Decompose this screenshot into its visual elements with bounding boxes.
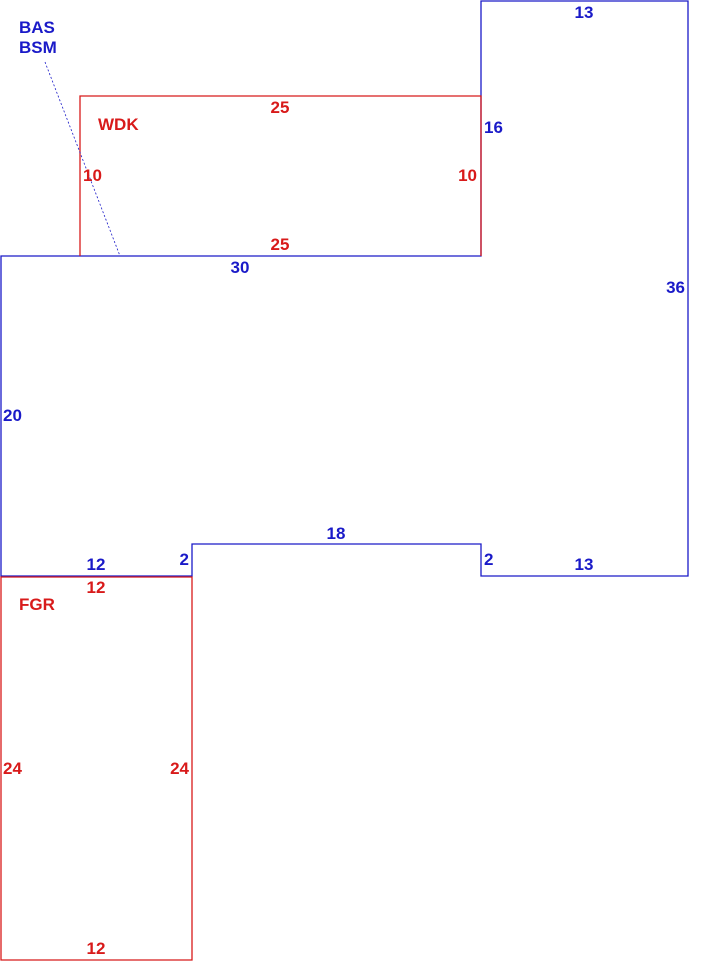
dim-deck-top: 25 — [271, 98, 290, 117]
deck-outline — [79, 95, 482, 256]
garage-outline — [0, 576, 193, 961]
dim-garage-bottom: 12 — [87, 939, 106, 958]
dim-deck-right: 10 — [458, 166, 477, 185]
garage-area-code: FGR — [19, 595, 55, 614]
dim-main-bottom-left-width: 12 — [87, 555, 106, 574]
dim-main-bottom-right-width: 13 — [575, 555, 594, 574]
dim-main-top-right-width: 13 — [575, 3, 594, 22]
dim-main-notch-left: 2 — [180, 550, 189, 569]
dim-main-right-height: 36 — [666, 278, 685, 297]
dim-deck-left: 10 — [83, 166, 102, 185]
main-area-outline — [0, 0, 689, 577]
main-area-code-2: BSM — [19, 38, 57, 57]
dim-main-left-height: 20 — [3, 406, 22, 425]
dim-deck-bottom: 25 — [271, 235, 290, 254]
main-area-leader-line — [44, 61, 121, 257]
dim-garage-left: 24 — [3, 759, 22, 778]
dim-main-notch-right: 2 — [484, 550, 493, 569]
dim-main-notch-width: 18 — [327, 524, 346, 543]
dim-main-mid-width: 30 — [231, 258, 250, 277]
dim-garage-right: 24 — [170, 759, 189, 778]
deck-area-code: WDK — [98, 115, 139, 134]
dim-main-upper-step-height: 16 — [484, 118, 503, 137]
main-area-code-1: BAS — [19, 18, 55, 37]
dim-garage-top: 12 — [87, 578, 106, 597]
